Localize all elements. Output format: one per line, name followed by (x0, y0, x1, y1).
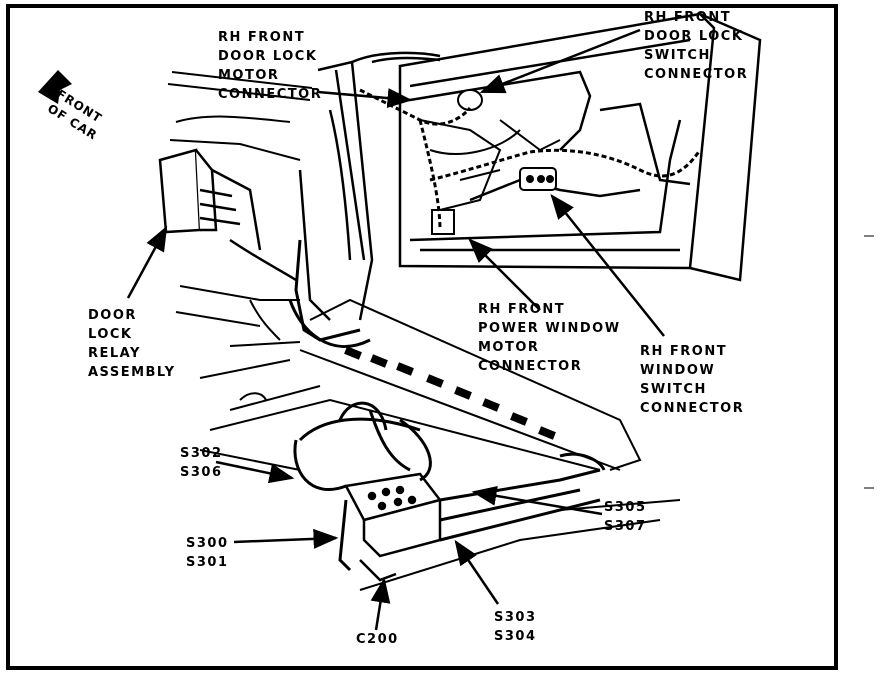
callout-s303-s304: S303 S304 (494, 608, 537, 646)
callout-text: S302 (180, 446, 223, 461)
door-panel (398, 12, 762, 282)
callout-text: RH FRONT (640, 344, 728, 359)
callout-text: SWITCH (644, 48, 711, 63)
car-body-outline (167, 71, 313, 379)
callout-text: MOTOR (218, 68, 280, 83)
callout-text: DOOR LOCK (644, 29, 744, 44)
callout-text: S306 (180, 465, 223, 480)
callout-text: RELAY (88, 346, 141, 361)
callout-s305-s307: S305 S307 (604, 498, 647, 536)
door-harness (359, 88, 702, 231)
callout-text: CONNECTOR (478, 359, 583, 374)
callout-text: S304 (494, 629, 537, 644)
callout-text: CONNECTOR (640, 401, 745, 416)
callout-text: CONNECTOR (218, 87, 323, 102)
callout-text: S307 (604, 519, 647, 534)
lower-harness (288, 239, 371, 348)
callout-door-lock-motor-connector: RH FRONT DOOR LOCK MOTOR CONNECTOR (218, 28, 322, 104)
callout-text: S305 (604, 500, 647, 515)
callout-text: RH FRONT (644, 10, 732, 25)
callout-text: POWER WINDOW (478, 321, 621, 336)
front-arrow-icon (38, 70, 72, 104)
callout-text: ASSEMBLY (88, 365, 176, 380)
callout-c200: C200 (356, 630, 399, 649)
callout-text: RH FRONT (478, 302, 566, 317)
callout-text: S300 (186, 536, 229, 551)
callout-text: RH FRONT (218, 30, 306, 45)
callout-text: MOTOR (478, 340, 540, 355)
frame-border (6, 4, 838, 670)
floor-harness (293, 401, 606, 572)
callout-power-window-motor-connector: RH FRONT POWER WINDOW MOTOR CONNECTOR (478, 300, 621, 376)
callout-text: S301 (186, 555, 229, 570)
floor-pan (199, 385, 681, 591)
callout-text: DOOR (88, 308, 137, 323)
callout-text: SWITCH (640, 382, 707, 397)
callout-text: S303 (494, 610, 537, 625)
callout-door-lock-relay-assembly: DOOR LOCK RELAY ASSEMBLY (88, 306, 176, 382)
callout-text: WINDOW (640, 363, 716, 378)
callout-door-lock-switch-connector: RH FRONT DOOR LOCK SWITCH CONNECTOR (644, 8, 748, 84)
door-hardware (419, 89, 561, 235)
sill-plate (299, 298, 642, 471)
callout-window-switch-connector: RH FRONT WINDOW SWITCH CONNECTOR (640, 342, 744, 418)
callout-text: DOOR LOCK (218, 49, 318, 64)
callout-text: LOCK (88, 327, 133, 342)
callout-s302-s306: S302 S306 (180, 444, 223, 482)
callout-text: CONNECTOR (644, 67, 749, 82)
relay-assembly (158, 148, 297, 282)
junction-block (344, 472, 443, 582)
leader-arrows (126, 28, 665, 631)
callout-text: C200 (356, 632, 399, 647)
callout-s300-s301: S300 S301 (186, 534, 229, 572)
